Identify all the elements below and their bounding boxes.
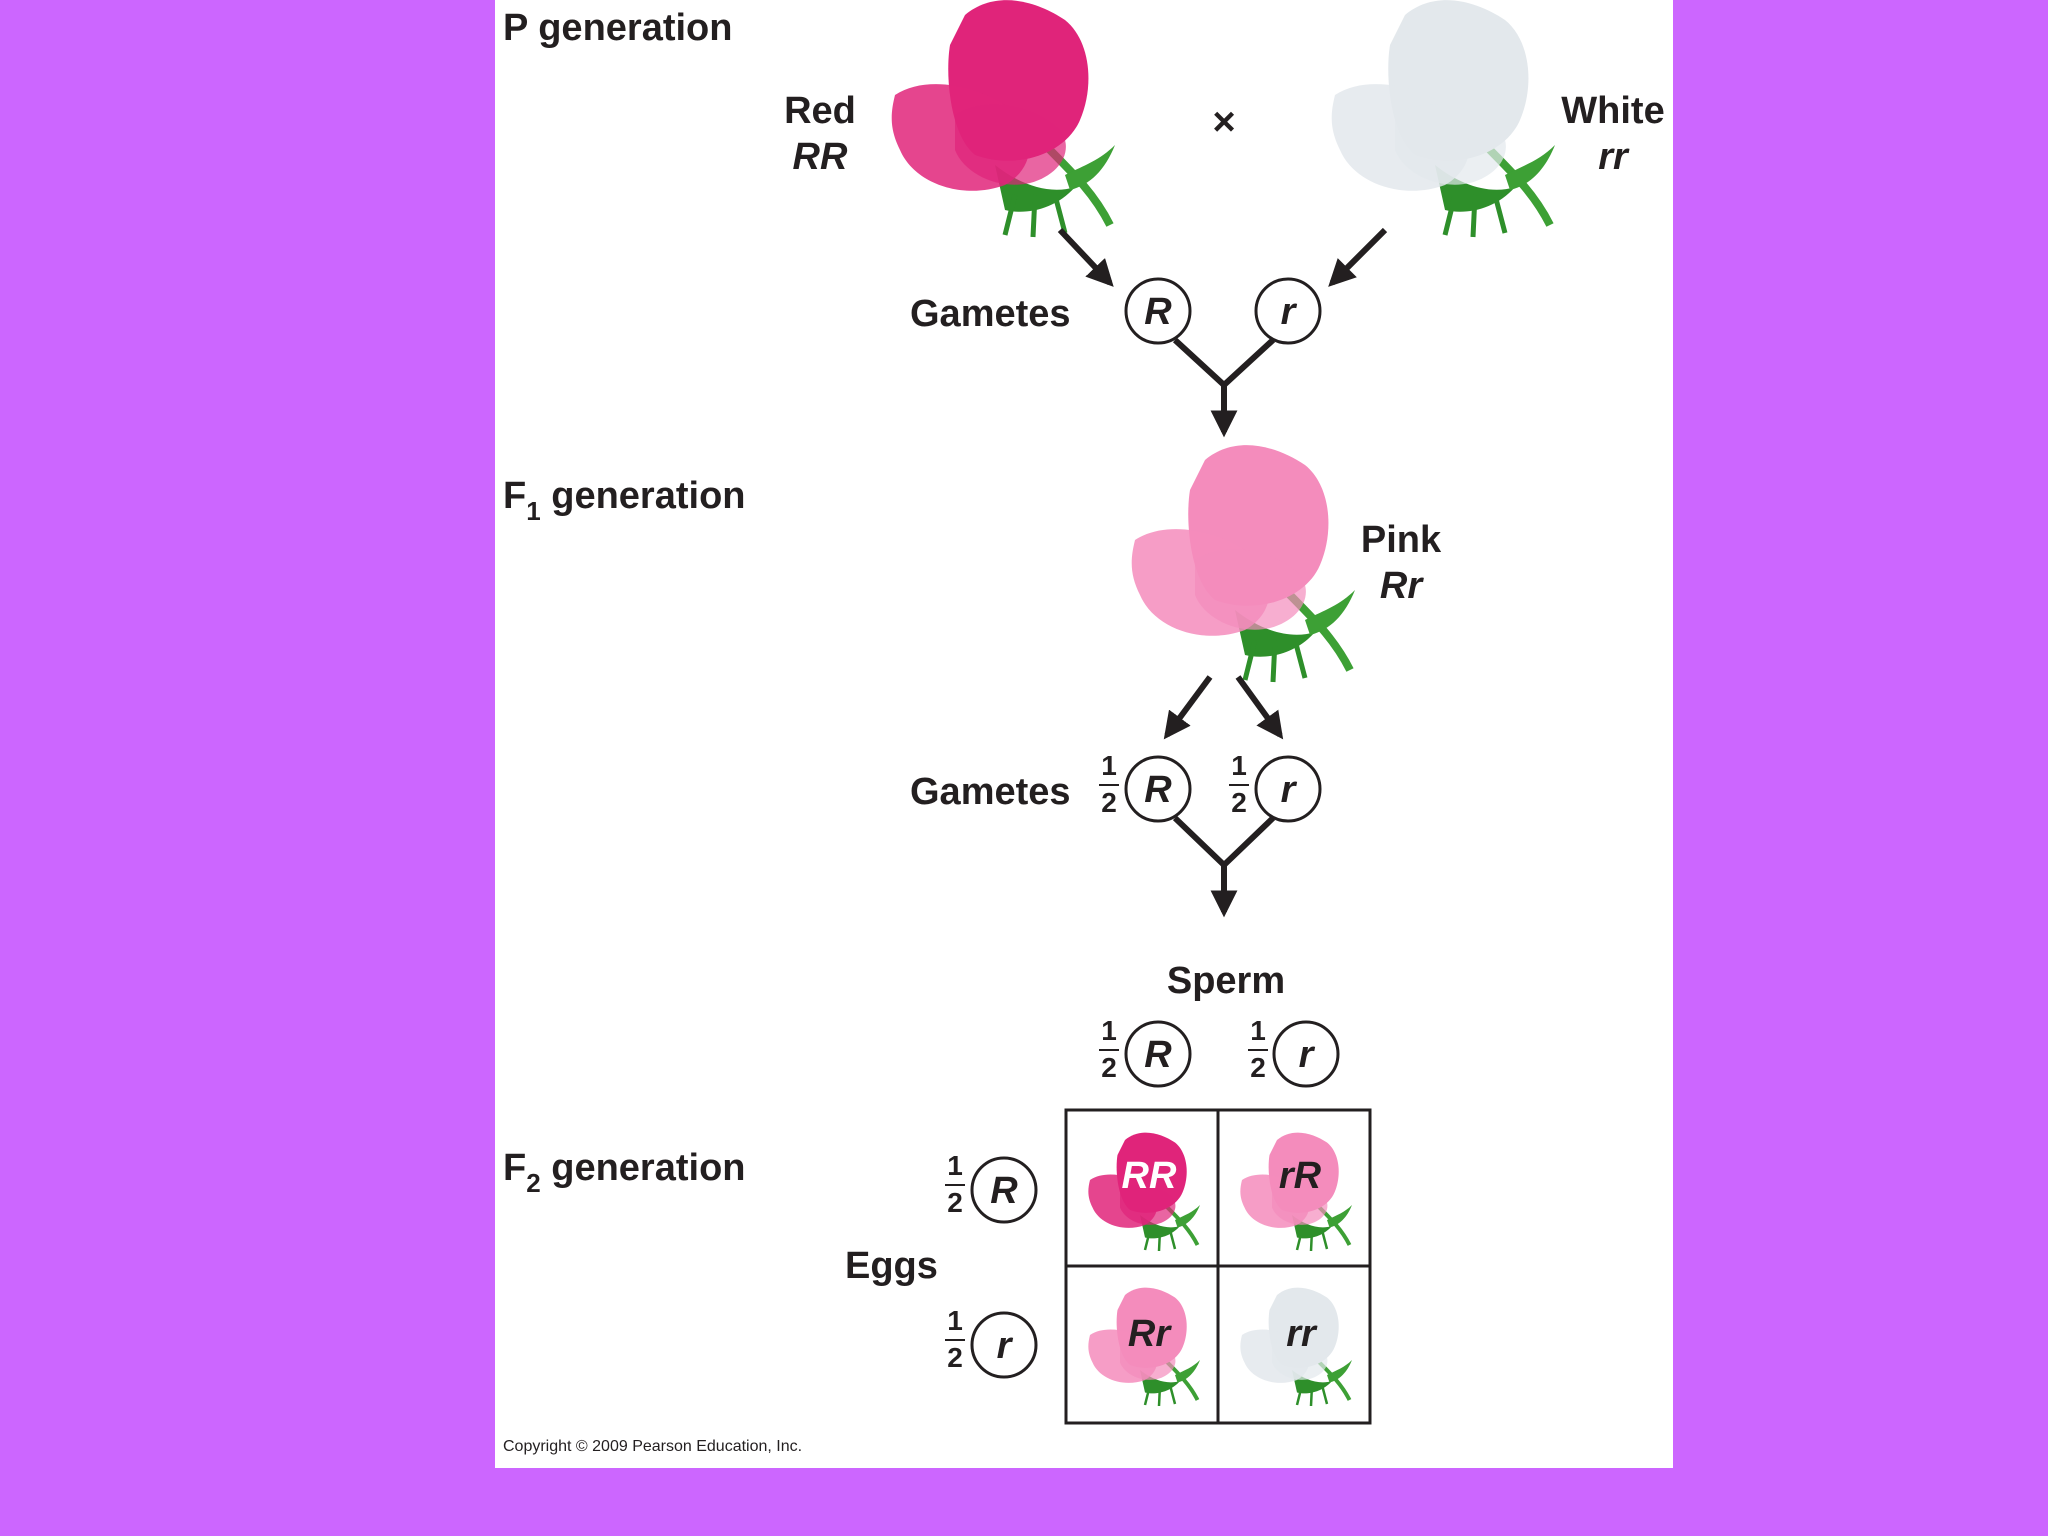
svg-text:2: 2 — [1101, 787, 1117, 818]
svg-text:1: 1 — [1250, 1015, 1266, 1046]
punnett-cell-RR: RR — [1122, 1155, 1177, 1197]
arrow-f1-to-r — [1235, 675, 1284, 740]
red-phenotype-label: Red — [784, 90, 856, 132]
arrow-white-to-gamete — [1328, 227, 1388, 287]
punnett-square: RR rR Rr rr — [1064, 1108, 1372, 1425]
gamete-r-p: r — [1281, 291, 1298, 333]
white-rose-image — [1332, 0, 1555, 237]
white-genotype-label: rr — [1598, 136, 1630, 178]
svg-text:1: 1 — [1231, 750, 1247, 781]
svg-text:2: 2 — [1231, 787, 1247, 818]
sperm-r: r — [1299, 1034, 1316, 1076]
sperm-R: R — [1144, 1034, 1172, 1076]
half-fraction: 1 2 — [1248, 1015, 1268, 1083]
egg-R-circle — [970, 1156, 1038, 1224]
punnett-cell-rr: rr — [1286, 1313, 1318, 1355]
f1-generation-label: F1 generation — [503, 475, 746, 526]
sperm-r-circle — [1272, 1020, 1340, 1088]
gamete-R-circle-f1 — [1124, 755, 1192, 823]
punnett-cell-Rr: Rr — [1128, 1313, 1172, 1355]
gamete-r-circle-f1 — [1254, 755, 1322, 823]
arrow-f1-to-R — [1163, 675, 1213, 740]
svg-text:1: 1 — [1101, 1015, 1117, 1046]
sperm-label: Sperm — [1167, 960, 1285, 1002]
pink-rose-image — [1132, 445, 1355, 682]
svg-text:1: 1 — [947, 1150, 963, 1181]
gamete-R-p: R — [1144, 291, 1172, 333]
half-fraction: 1 2 — [945, 1305, 965, 1373]
gamete-R-f1: R — [1144, 769, 1172, 811]
p-generation-label: P generation — [503, 7, 732, 49]
arrow-red-to-gamete — [1057, 227, 1114, 287]
punnett-cell-rR: rR — [1279, 1155, 1322, 1197]
half-fraction: 1 2 — [1229, 750, 1249, 818]
copyright-notice: Copyright © 2009 Pearson Education, Inc. — [503, 1438, 802, 1455]
eggs-label: Eggs — [845, 1245, 938, 1287]
cross-symbol: × — [1212, 100, 1235, 144]
gamete-r-circle-p — [1254, 277, 1322, 345]
f2-generation-label: F2 generation — [503, 1147, 746, 1198]
gametes-label-f1: Gametes — [910, 771, 1071, 813]
half-fraction: 1 2 — [1099, 1015, 1119, 1083]
red-rose-image — [892, 0, 1115, 237]
svg-text:2: 2 — [947, 1342, 963, 1373]
svg-text:1: 1 — [947, 1305, 963, 1336]
egg-R: R — [990, 1170, 1018, 1212]
svg-text:2: 2 — [1250, 1052, 1266, 1083]
gamete-r-f1: r — [1281, 769, 1298, 811]
egg-r: r — [997, 1325, 1014, 1367]
arrow-merge-to-f1 — [1172, 337, 1276, 432]
pink-genotype-label: Rr — [1380, 565, 1424, 607]
egg-r-circle — [970, 1311, 1038, 1379]
white-phenotype-label: White — [1561, 90, 1664, 132]
gametes-label-p: Gametes — [910, 293, 1071, 335]
figure-panel: P generation F1 generation F2 generation… — [495, 0, 1673, 1468]
genetics-cross-diagram: P generation F1 generation F2 generation… — [503, 0, 1665, 1455]
half-fraction: 1 2 — [945, 1150, 965, 1218]
sperm-R-circle — [1124, 1020, 1192, 1088]
red-genotype-label: RR — [793, 136, 848, 178]
svg-text:2: 2 — [1101, 1052, 1117, 1083]
pink-phenotype-label: Pink — [1361, 519, 1442, 561]
half-fraction: 1 2 — [1099, 750, 1119, 818]
svg-text:1: 1 — [1101, 750, 1117, 781]
arrow-merge-to-f2 — [1172, 815, 1276, 912]
svg-text:2: 2 — [947, 1187, 963, 1218]
gamete-R-circle-p — [1124, 277, 1192, 345]
